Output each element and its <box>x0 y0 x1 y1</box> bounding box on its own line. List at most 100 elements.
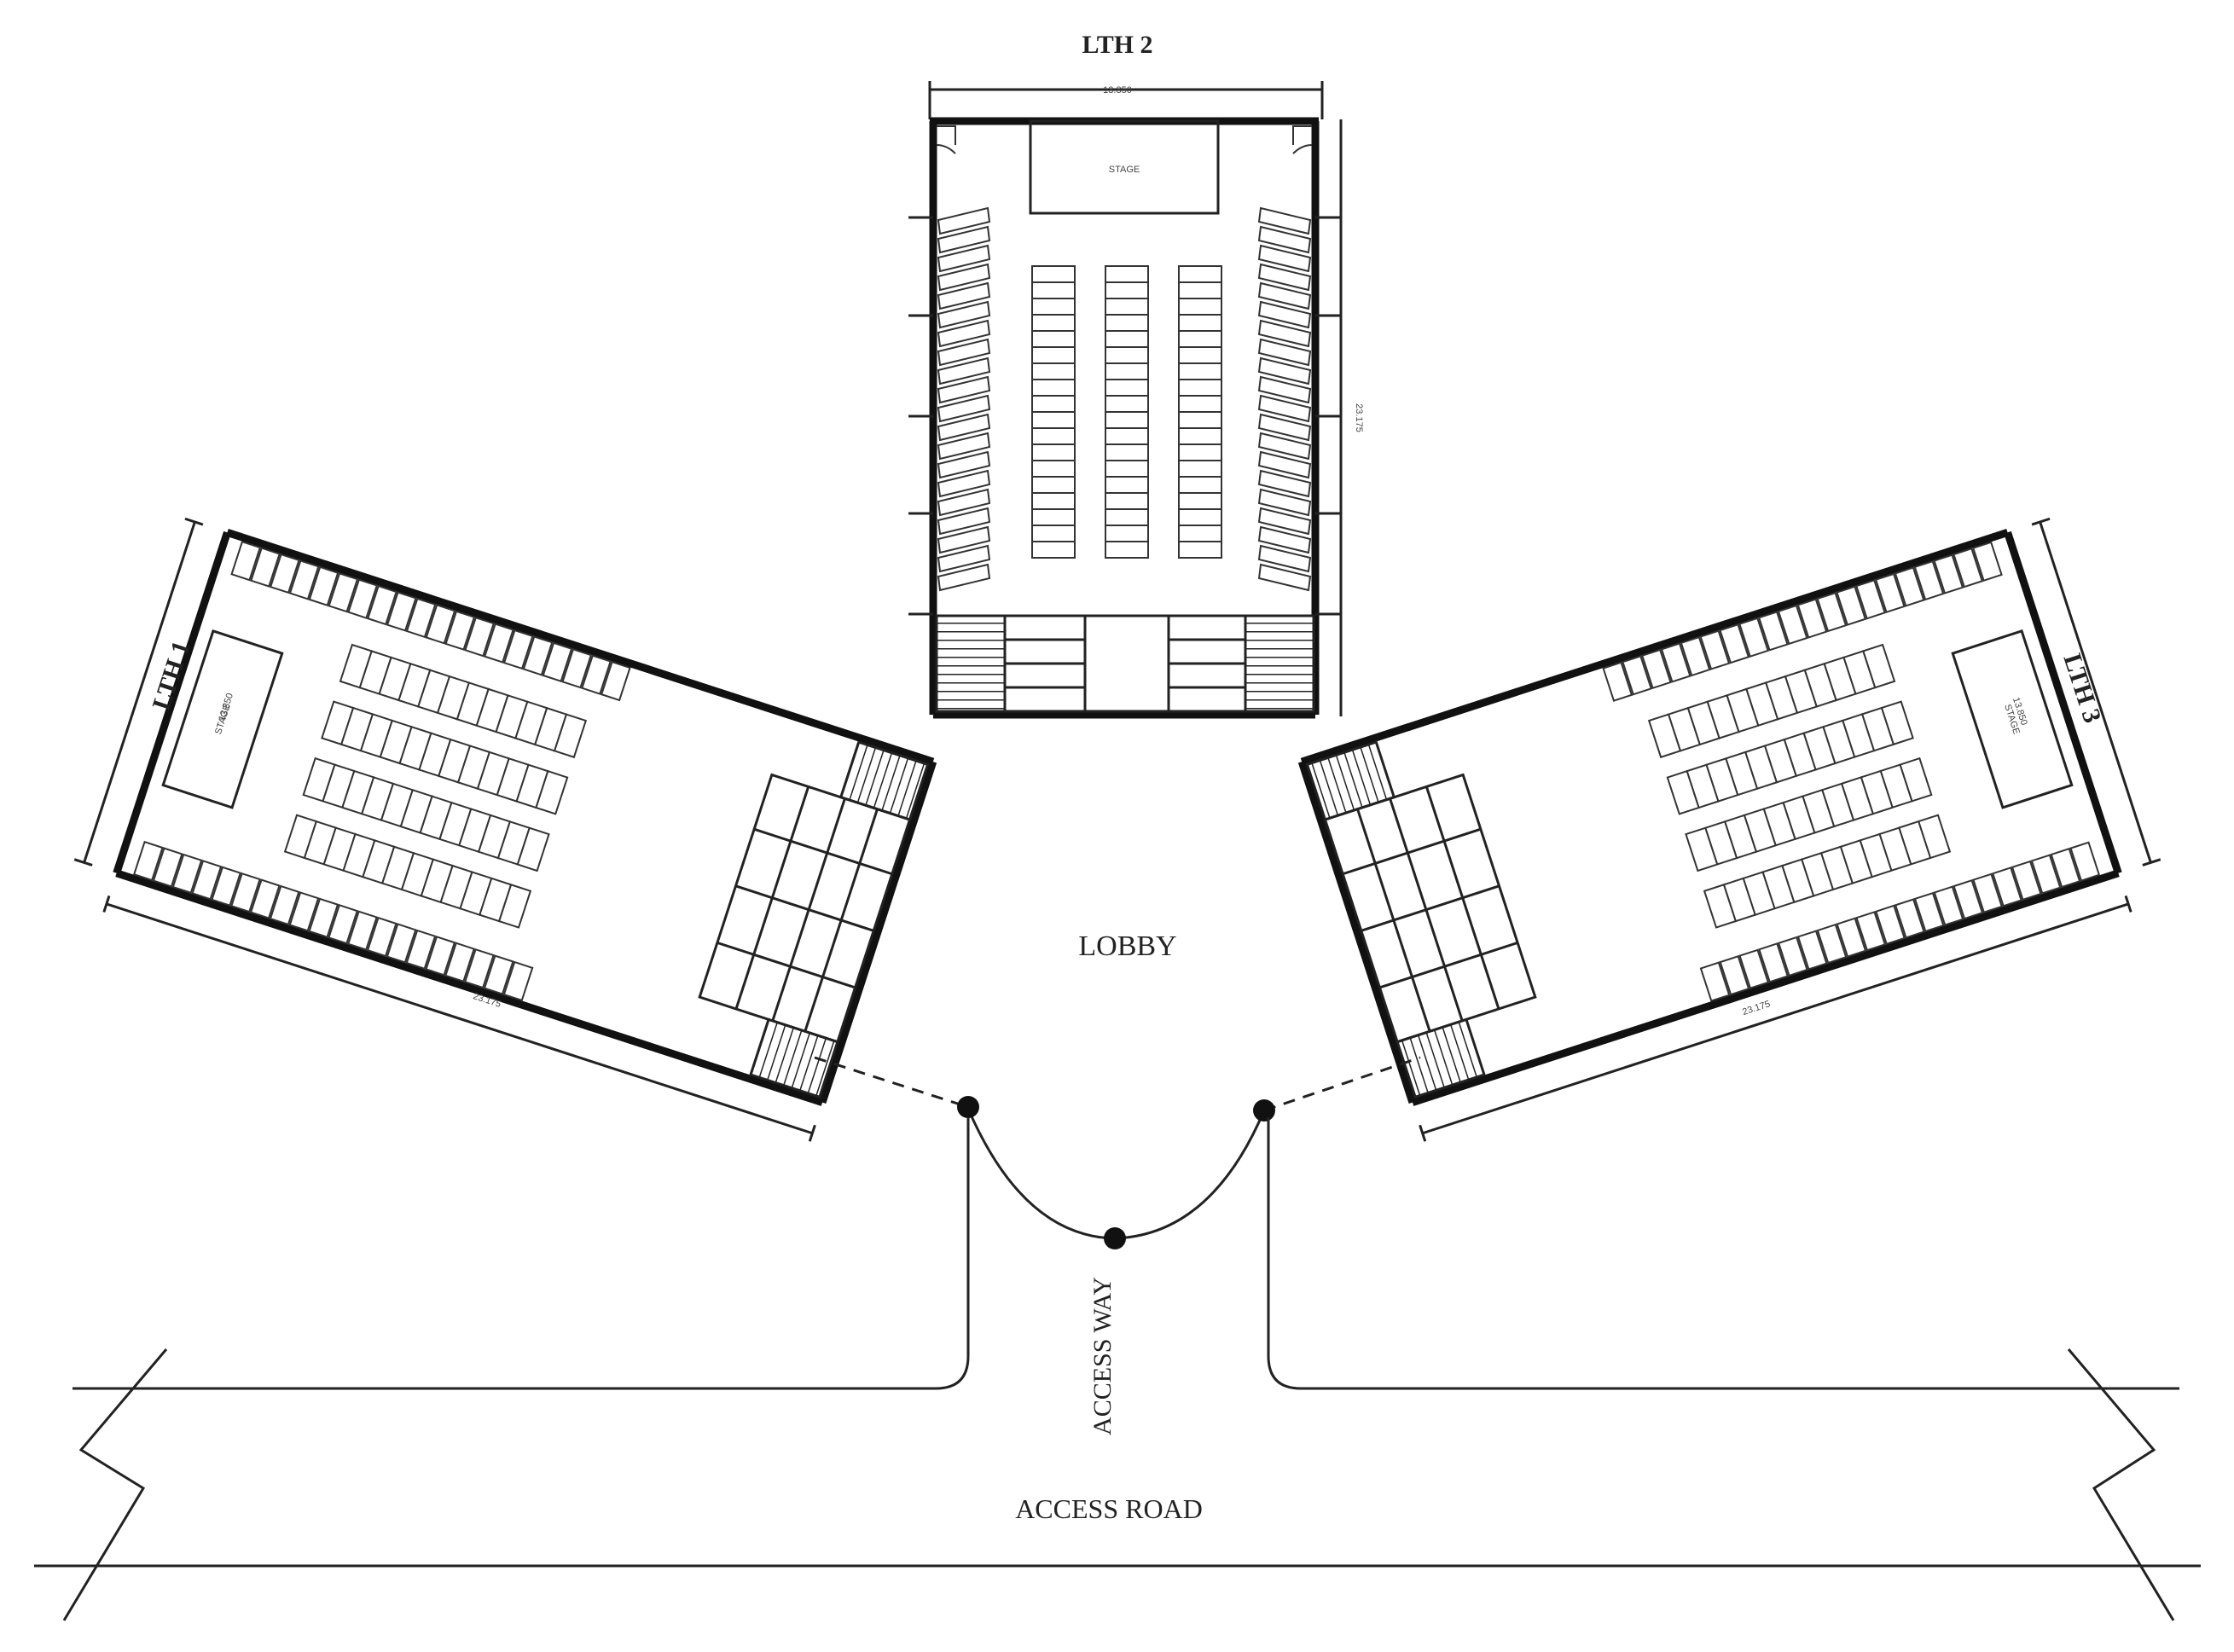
seat <box>1031 476 1076 494</box>
seat <box>464 616 495 658</box>
seat <box>1031 314 1076 332</box>
seat <box>1836 585 1867 626</box>
side-seat <box>937 263 991 292</box>
side-seat <box>1257 563 1312 592</box>
seat <box>444 942 475 983</box>
seat <box>1622 655 1652 696</box>
side-seat <box>937 244 991 273</box>
seat <box>1105 314 1149 332</box>
seat <box>1680 635 1711 677</box>
seat <box>1699 629 1731 670</box>
seat <box>1972 541 2003 582</box>
seat <box>152 847 183 888</box>
seat <box>328 572 359 613</box>
dimension-width-label: 13.850 <box>1103 85 1132 96</box>
seat <box>211 866 242 907</box>
seat <box>1602 661 1633 702</box>
seat <box>1031 427 1076 445</box>
access-road-label: ACCESS ROAD <box>1015 1493 1203 1524</box>
seat <box>1855 911 1887 952</box>
stage <box>1951 629 2074 809</box>
seat <box>1738 948 1770 989</box>
seat <box>516 826 550 872</box>
seat <box>1796 598 1828 639</box>
side-seat <box>937 488 991 517</box>
seat <box>553 713 588 759</box>
seat <box>1836 917 1867 958</box>
seat <box>1913 559 1945 601</box>
seat <box>1796 930 1828 971</box>
seat <box>1874 572 1906 614</box>
seat <box>463 948 495 989</box>
lobby-label: LOBBY <box>1078 930 1176 962</box>
seat <box>1178 443 1222 461</box>
stage <box>1029 119 1220 215</box>
seat <box>1105 460 1149 478</box>
seat <box>1178 492 1222 510</box>
stairs-right <box>1244 614 1315 713</box>
side-seat <box>1257 244 1312 273</box>
seat <box>1972 872 2004 913</box>
seat <box>535 769 569 815</box>
seat <box>328 904 359 945</box>
seat <box>1178 525 1222 542</box>
seat <box>502 629 534 670</box>
seat <box>347 578 379 619</box>
seat <box>171 853 203 895</box>
side-seat <box>937 544 991 573</box>
seat <box>1738 617 1769 658</box>
stage-label: STAGE <box>1109 165 1140 175</box>
seat <box>1719 623 1750 664</box>
access-road: ACCESS ROAD <box>34 1348 2201 1621</box>
lobby: LOBBY <box>814 930 1421 1249</box>
side-seat <box>937 206 991 235</box>
seat <box>1031 443 1076 461</box>
seat <box>1031 265 1076 283</box>
side-seat <box>937 507 991 536</box>
seat <box>600 660 631 702</box>
seat <box>308 897 339 938</box>
seat <box>1660 642 1691 683</box>
seat <box>1105 330 1149 348</box>
seat <box>581 654 612 695</box>
column <box>1104 1227 1126 1249</box>
seat <box>1105 492 1149 510</box>
seat <box>1105 476 1149 494</box>
seat <box>1178 476 1222 494</box>
seat <box>425 604 456 645</box>
seat <box>250 547 281 588</box>
access-way-label: ACCESS WAY <box>1088 1277 1117 1435</box>
seat <box>1178 298 1222 316</box>
seat <box>367 584 397 626</box>
seat <box>1933 885 1964 926</box>
seat <box>542 641 573 683</box>
seat <box>1703 884 1738 929</box>
seat <box>1031 395 1076 413</box>
side-seat <box>937 375 991 404</box>
side-seat <box>937 225 991 254</box>
side-seat <box>937 394 991 423</box>
side-seat <box>1257 413 1312 442</box>
seat <box>1031 362 1076 380</box>
side-seat <box>1257 525 1312 554</box>
lth1-dim-short: 13.850 <box>217 692 235 722</box>
seat <box>288 559 320 600</box>
seat <box>522 635 554 676</box>
seat <box>366 916 397 958</box>
seat <box>502 960 534 1002</box>
entrance-arc <box>966 1108 1266 1240</box>
seat <box>1913 891 1945 933</box>
seat <box>1178 427 1222 445</box>
seat <box>1031 330 1076 348</box>
seat <box>2030 854 2062 895</box>
seat <box>1640 648 1672 690</box>
side-seat <box>1257 263 1312 292</box>
seat <box>132 840 164 882</box>
seat <box>1105 525 1149 542</box>
side-seat <box>1257 281 1312 310</box>
seat <box>483 954 514 995</box>
seat <box>561 648 593 689</box>
lecture-hall-3: STAGE <box>1297 517 2161 1142</box>
seat <box>2069 841 2101 882</box>
seat <box>1105 265 1149 283</box>
